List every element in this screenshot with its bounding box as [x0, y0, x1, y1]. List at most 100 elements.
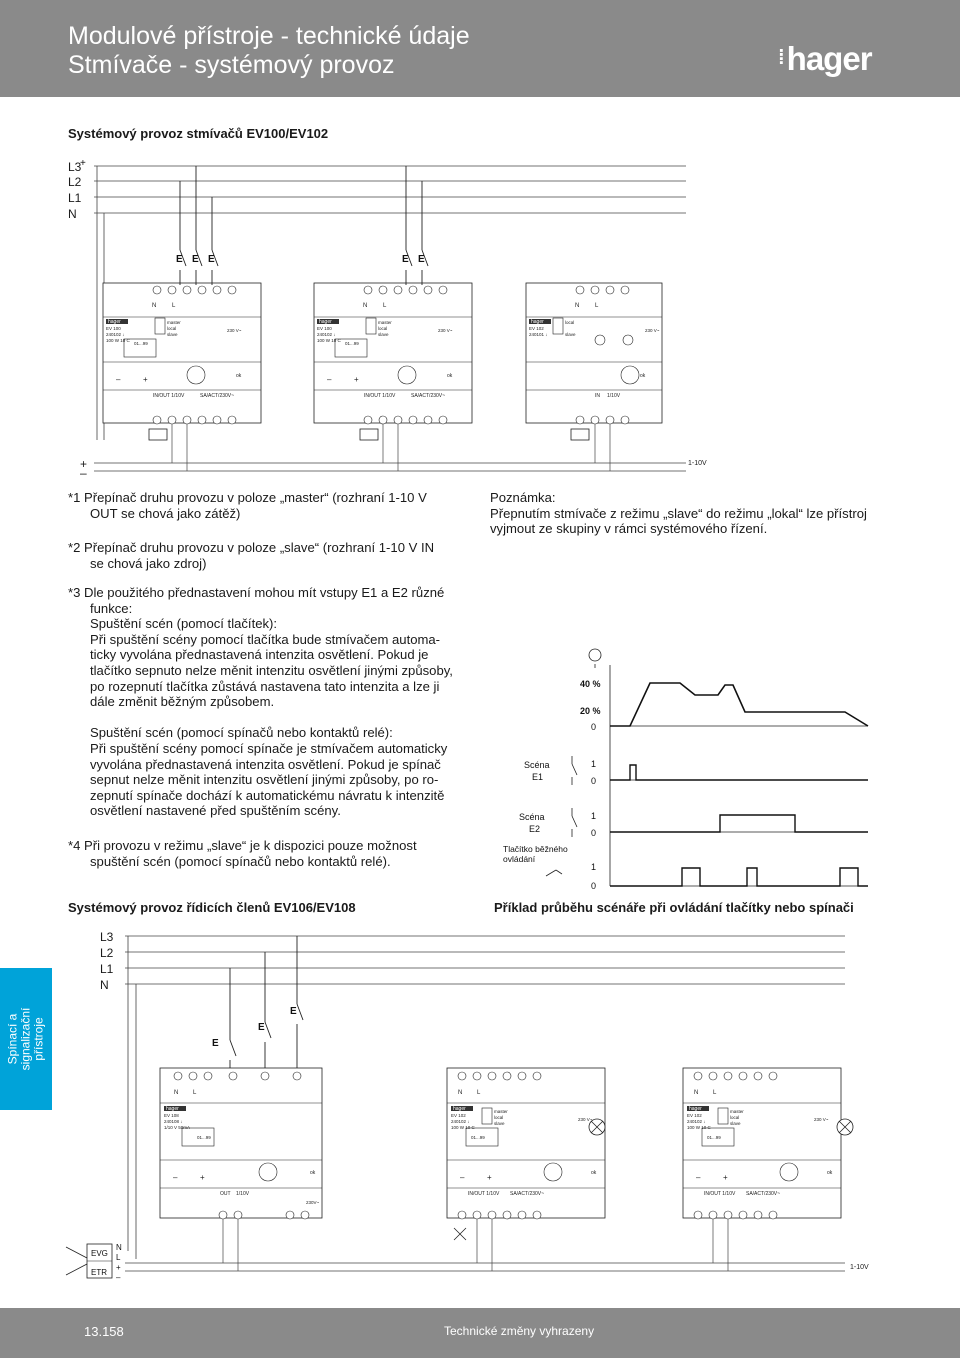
svg-text:slave: slave [730, 1121, 741, 1126]
tlacitko-label-a: Tlačítko běžného [503, 844, 568, 854]
svg-text:hager: hager [531, 319, 544, 325]
svg-text:EV 102: EV 102 [687, 1113, 702, 1118]
dimmer-device-3: hager EV 102 240101 ↓ local slave 230 V~… [525, 282, 663, 425]
svg-text:–: – [327, 375, 332, 384]
svg-text:hager: hager [453, 1106, 466, 1112]
svg-text:local: local [378, 326, 387, 331]
line2-label-l2: L2 [100, 946, 114, 960]
svg-text:100 W 10 C: 100 W 10 C [451, 1125, 476, 1130]
footnote-2: *2 Přepínač druhu provozu v poloze „slav… [68, 540, 435, 571]
svg-text:EV 108: EV 108 [164, 1113, 179, 1118]
svg-text:230 V~: 230 V~ [578, 1117, 593, 1122]
svg-text:ok: ok [591, 1170, 597, 1176]
line2-label-n: N [100, 978, 109, 992]
dc-bus-label-2: 1-10V [850, 1264, 869, 1271]
one-tick-e2: 1 [591, 811, 596, 821]
ev106-system-diagram: EVG ETR N L + – EEE hager EV 108 240108 … [65, 935, 854, 1282]
scene-timing-diagram: 40 % 20 % 0 1 0 1 0 1 0 Scéna E1 Scéna E… [503, 648, 869, 890]
line2-label-l1: L1 [100, 962, 114, 976]
svg-text:IN/OUT 1/10V: IN/OUT 1/10V [364, 393, 396, 399]
ev100-system-diagram: hager EV 100 240102 ↓ 100 W 10 C master … [80, 158, 686, 472]
zero-tick-button: 0 [591, 881, 596, 890]
one-tick-button: 1 [591, 862, 596, 872]
svg-text:1/10 V 50mA: 1/10 V 50mA [164, 1125, 190, 1130]
timing-title: Příklad průběhu scénáře při ovládání tla… [494, 900, 854, 915]
zero-tick: 0 [591, 722, 596, 732]
svg-text:SA/ACT/230V~: SA/ACT/230V~ [746, 1191, 780, 1197]
svg-text:ok: ok [310, 1170, 316, 1176]
dimmer-device-4: hager EV 102 240102 ↓ 100 W 10 C master … [446, 1067, 606, 1220]
line-label-n: N [68, 207, 77, 221]
svg-text:E: E [258, 1022, 265, 1033]
svg-text:+: + [200, 1173, 205, 1182]
tlacitko-label-b: ovládání [503, 854, 536, 864]
zero-tick-e2: 0 [591, 828, 596, 838]
svg-text:E: E [402, 254, 409, 265]
svg-text:230 V~: 230 V~ [645, 328, 660, 333]
hager-logo: ⁞hager [778, 40, 873, 77]
svg-text:SA/ACT/230V~: SA/ACT/230V~ [200, 393, 234, 399]
svg-text:hager: hager [689, 1106, 702, 1112]
svg-text:+: + [354, 375, 359, 384]
svg-text:hager: hager [108, 319, 121, 325]
svg-text:slave: slave [565, 332, 576, 337]
svg-text:N: N [458, 1090, 462, 1096]
svg-text:IN/OUT 1/10V: IN/OUT 1/10V [704, 1191, 736, 1197]
line2-label-l3: L3 [100, 930, 114, 944]
scena-e2-label-b: E2 [529, 824, 540, 834]
svg-text:E: E [192, 254, 199, 265]
page-title: Modulové přístroje - technické údaje Stm… [68, 22, 470, 80]
svg-text:L: L [595, 303, 599, 309]
svg-text:local: local [730, 1115, 739, 1120]
svg-text:slave: slave [167, 332, 178, 337]
evg-n: N [116, 1243, 122, 1252]
svg-text:E: E [418, 254, 425, 265]
svg-text:01...99: 01...99 [471, 1135, 485, 1140]
one-tick-e1: 1 [591, 759, 596, 769]
etr-plus: + [116, 1263, 121, 1272]
svg-text:N: N [575, 303, 579, 309]
dc-bus-label: 1-10V [688, 460, 707, 467]
svg-text:100 W 10 C: 100 W 10 C [317, 338, 342, 343]
svg-text:N: N [174, 1090, 178, 1096]
scena-e2-label-a: Scéna [519, 812, 545, 822]
svg-text:IN/OUT 1/10V: IN/OUT 1/10V [153, 393, 185, 399]
svg-text:01...99: 01...99 [707, 1135, 721, 1140]
line-label-l3: L3 [68, 160, 82, 174]
title-line-2: Stmívače - systémový provoz [68, 51, 395, 79]
svg-text:ok: ok [447, 373, 453, 379]
pct20-label: 20 % [580, 706, 601, 716]
svg-text:IN: IN [595, 393, 600, 399]
line-label-l1: L1 [68, 191, 82, 205]
scena-e1-label-a: Scéna [524, 760, 550, 770]
line-label-l2: L2 [68, 175, 82, 189]
svg-text:master: master [494, 1109, 508, 1114]
svg-text:1/10V: 1/10V [607, 393, 621, 399]
svg-text:+: + [143, 375, 148, 384]
svg-text:1/10V: 1/10V [236, 1191, 250, 1197]
svg-text:+: + [487, 1173, 492, 1182]
svg-text:ok: ok [640, 373, 646, 379]
svg-text:master: master [378, 320, 392, 325]
svg-text:slave: slave [378, 332, 389, 337]
svg-text:ok: ok [236, 373, 242, 379]
svg-text:hager: hager [166, 1106, 179, 1112]
svg-text:230 V~: 230 V~ [227, 328, 242, 333]
page-header: Modulové přístroje - technické údaje Stm… [0, 0, 960, 97]
svg-text:OUT: OUT [220, 1191, 231, 1197]
svg-text:240102 ↓: 240102 ↓ [317, 332, 336, 337]
page-footer: 13.158 Technické změny vyhrazeny [0, 1308, 960, 1358]
svg-text:local: local [167, 326, 176, 331]
section1-title: Systémový provoz stmívačů EV100/EV102 [68, 126, 329, 141]
dimmer-device-1: hager EV 100 240102 ↓ 100 W 10 C master … [102, 282, 262, 425]
lamp-symbols [453, 1118, 854, 1241]
svg-text:N: N [694, 1090, 698, 1096]
svg-text:SA/ACT/230V~: SA/ACT/230V~ [411, 393, 445, 399]
svg-text:local: local [565, 320, 574, 325]
button-signal [610, 867, 868, 887]
svg-text:EV 102: EV 102 [451, 1113, 466, 1118]
zero-tick-e1: 0 [591, 776, 596, 786]
footnote-4: *4 Při provozu v režimu „slave“ je k dis… [68, 838, 417, 869]
dimmer-device-5: hager EV 102 240102 ↓ 100 W 10 C master … [682, 1067, 842, 1220]
svg-text:240108 ↓: 240108 ↓ [164, 1119, 183, 1124]
